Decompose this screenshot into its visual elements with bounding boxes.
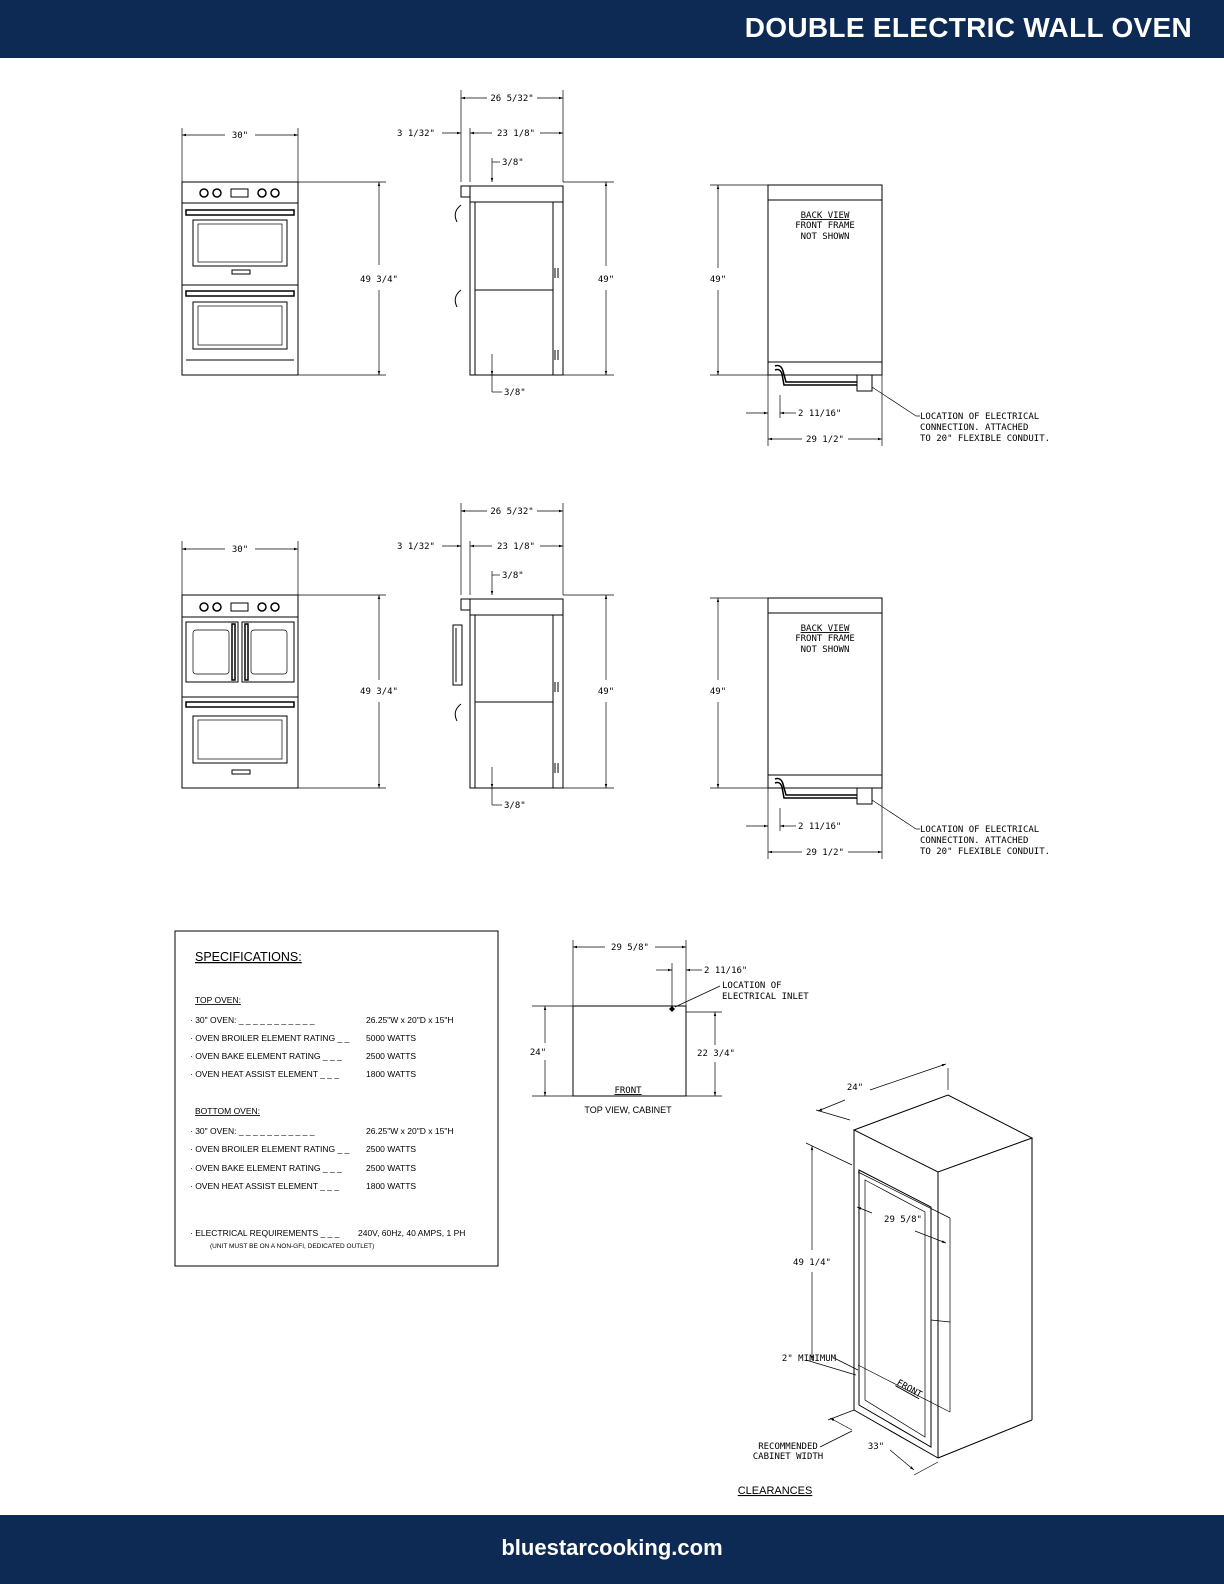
conn-note-3: TO 20" FLEXIBLE CONDUIT. bbox=[920, 434, 1050, 444]
conn-offset-label: 2 11/16" bbox=[798, 409, 841, 419]
side-bottom-gap-label: 3/8" bbox=[504, 388, 526, 398]
conn-note-1: LOCATION OF ELECTRICAL bbox=[920, 412, 1039, 422]
front-frame-note-1: FRONT FRAME bbox=[795, 634, 855, 644]
spec-row-value: 5000 WATTS bbox=[366, 1033, 416, 1043]
inlet-note-2: ELECTRICAL INLET bbox=[722, 992, 809, 1002]
conn-note-3: TO 20" FLEXIBLE CONDUIT. bbox=[920, 847, 1050, 857]
top-view-inner-depth-label: 22 3/4" bbox=[697, 1049, 735, 1059]
back-view-bottom: BACK VIEW FRONT FRAME NOT SHOWN 49" LOCA… bbox=[710, 597, 1050, 859]
specifications-box: SPECIFICATIONS: TOP OVEN: · 30" OVEN: _ … bbox=[174, 930, 499, 1267]
front-view-top: 30" 49 3/4" bbox=[181, 128, 398, 376]
front-width-label: 30" bbox=[232, 131, 248, 141]
top-view-front-label: FRONT bbox=[614, 1086, 642, 1096]
back-view-label: BACK VIEW bbox=[801, 624, 850, 634]
spec-row-label: · 30" OVEN: _ _ _ _ _ _ _ _ _ _ _ bbox=[190, 1015, 315, 1025]
side-bottom-gap-label: 3/8" bbox=[504, 801, 526, 811]
side-top-gap-label: 3/8" bbox=[502, 158, 524, 168]
conn-note-1: LOCATION OF ELECTRICAL bbox=[920, 825, 1039, 835]
cabinet-width-label: 33" bbox=[868, 1442, 884, 1452]
spec-row-label: · OVEN BAKE ELEMENT RATING _ _ _ bbox=[190, 1163, 342, 1173]
header-bar: DOUBLE ELECTRIC WALL OVEN bbox=[0, 0, 1224, 58]
front-width-label: 30" bbox=[232, 545, 248, 555]
side-front-offset-label: 3 1/32" bbox=[397, 542, 435, 552]
side-body-depth-label: 23 1/8" bbox=[497, 129, 535, 139]
side-view-top: 26 5/32" 3 1/32" 23 1/8" 3/8" bbox=[397, 90, 614, 398]
front-frame-note-2: NOT SHOWN bbox=[801, 645, 850, 655]
back-height-label: 49" bbox=[710, 687, 726, 697]
front-frame-note-1: FRONT FRAME bbox=[795, 221, 855, 231]
spec-row-label: · OVEN HEAT ASSIST ELEMENT _ _ _ bbox=[190, 1181, 339, 1191]
spec-row-value: 26.25"W x 20"D x 15"H bbox=[366, 1015, 453, 1025]
front-view-bottom: 30" 49 3/4" bbox=[181, 541, 398, 789]
back-height-label: 49" bbox=[710, 275, 726, 285]
cabinet-front-label: FRONT bbox=[895, 1378, 924, 1400]
spec-row-label: · 30" OVEN: _ _ _ _ _ _ _ _ _ _ _ bbox=[190, 1126, 315, 1136]
side-overall-depth-label: 26 5/32" bbox=[490, 507, 533, 517]
electrical-label: · ELECTRICAL REQUIREMENTS _ _ _ bbox=[190, 1228, 340, 1238]
spec-row-value: 1800 WATTS bbox=[366, 1069, 416, 1079]
opening-width-label: 29 5/8" bbox=[884, 1215, 922, 1225]
technical-drawing: 30" 49 3/4" bbox=[174, 90, 1050, 1497]
inlet-note-1: LOCATION OF bbox=[722, 981, 782, 991]
side-overall-depth-label: 26 5/32" bbox=[490, 94, 533, 104]
drawing-set-bottom: 30" 49 3/4" bbox=[181, 503, 1050, 859]
specs-title: SPECIFICATIONS: bbox=[195, 950, 302, 964]
website-link[interactable]: bluestarcooking.com bbox=[501, 1535, 723, 1560]
spec-row-value: 26.25"W x 20"D x 15"H bbox=[366, 1126, 453, 1136]
spec-row-value: 1800 WATTS bbox=[366, 1181, 416, 1191]
conn-note-2: CONNECTION. ATTACHED bbox=[920, 836, 1028, 846]
spec-row-value: 2500 WATTS bbox=[366, 1163, 416, 1173]
side-top-gap-label: 3/8" bbox=[502, 571, 524, 581]
side-height-label: 49" bbox=[598, 687, 614, 697]
top-view-depth-label: 24" bbox=[530, 1048, 546, 1058]
opening-height-label: 49 1/4" bbox=[793, 1258, 831, 1268]
side-height-label: 49" bbox=[598, 275, 614, 285]
electrical-value: 240V, 60Hz, 40 AMPS, 1 PH bbox=[358, 1228, 465, 1238]
spec-row-label: · OVEN BROILER ELEMENT RATING _ _ bbox=[190, 1144, 350, 1154]
bottom-oven-heading: BOTTOM OVEN: bbox=[195, 1106, 260, 1116]
top-oven-heading: TOP OVEN: bbox=[195, 995, 241, 1005]
rec-width-label-2: CABINET WIDTH bbox=[753, 1452, 823, 1462]
drawing-set-top: 30" 49 3/4" bbox=[181, 90, 1050, 446]
front-height-label: 49 3/4" bbox=[360, 275, 398, 285]
side-body-depth-label: 23 1/8" bbox=[497, 542, 535, 552]
spec-row-value: 2500 WATTS bbox=[366, 1051, 416, 1061]
top-view-width-label: 29 5/8" bbox=[611, 943, 649, 953]
back-view-top: BACK VIEW FRONT FRAME NOT SHOWN 49" LOCA… bbox=[710, 184, 1050, 446]
electrical-note: (UNIT MUST BE ON A NON-GFI, DEDICATED OU… bbox=[210, 1243, 374, 1250]
spec-row-label: · OVEN HEAT ASSIST ELEMENT _ _ _ bbox=[190, 1069, 339, 1079]
front-frame-note-2: NOT SHOWN bbox=[801, 232, 850, 242]
rec-width-label-1: RECOMMENDED bbox=[758, 1442, 818, 1452]
back-width-label: 29 1/2" bbox=[806, 435, 844, 445]
side-front-offset-label: 3 1/32" bbox=[397, 129, 435, 139]
side-view-bottom: 26 5/32" 3 1/32" 23 1/8" 3/8" bbox=[397, 503, 614, 811]
min-clearance-label: 2" MINIMUM bbox=[782, 1354, 837, 1364]
top-view-caption: TOP VIEW, CABINET bbox=[584, 1105, 672, 1115]
back-view-label: BACK VIEW bbox=[801, 211, 850, 221]
back-width-label: 29 1/2" bbox=[806, 848, 844, 858]
conn-note-2: CONNECTION. ATTACHED bbox=[920, 423, 1028, 433]
spec-row-value: 2500 WATTS bbox=[366, 1144, 416, 1154]
page-title: DOUBLE ELECTRIC WALL OVEN bbox=[744, 12, 1192, 43]
conn-offset-label: 2 11/16" bbox=[798, 822, 841, 832]
front-height-label: 49 3/4" bbox=[360, 687, 398, 697]
top-view-cabinet: 29 5/8" 2 11/16" LOCATION OF ELECTRICAL … bbox=[530, 940, 809, 1115]
footer-bar: bluestarcooking.com bbox=[0, 1515, 1224, 1584]
clearances-caption: CLEARANCES bbox=[738, 1485, 813, 1497]
cabinet-depth-label: 24" bbox=[847, 1083, 863, 1093]
spec-row-label: · OVEN BROILER ELEMENT RATING _ _ bbox=[190, 1033, 350, 1043]
spec-row-label: · OVEN BAKE ELEMENT RATING _ _ _ bbox=[190, 1051, 342, 1061]
inlet-offset-label: 2 11/16" bbox=[704, 966, 747, 976]
cabinet-isometric: 29 5/8" 24" 49 1/4" 2" MINIMUM FRONT 33"… bbox=[738, 1063, 1034, 1497]
